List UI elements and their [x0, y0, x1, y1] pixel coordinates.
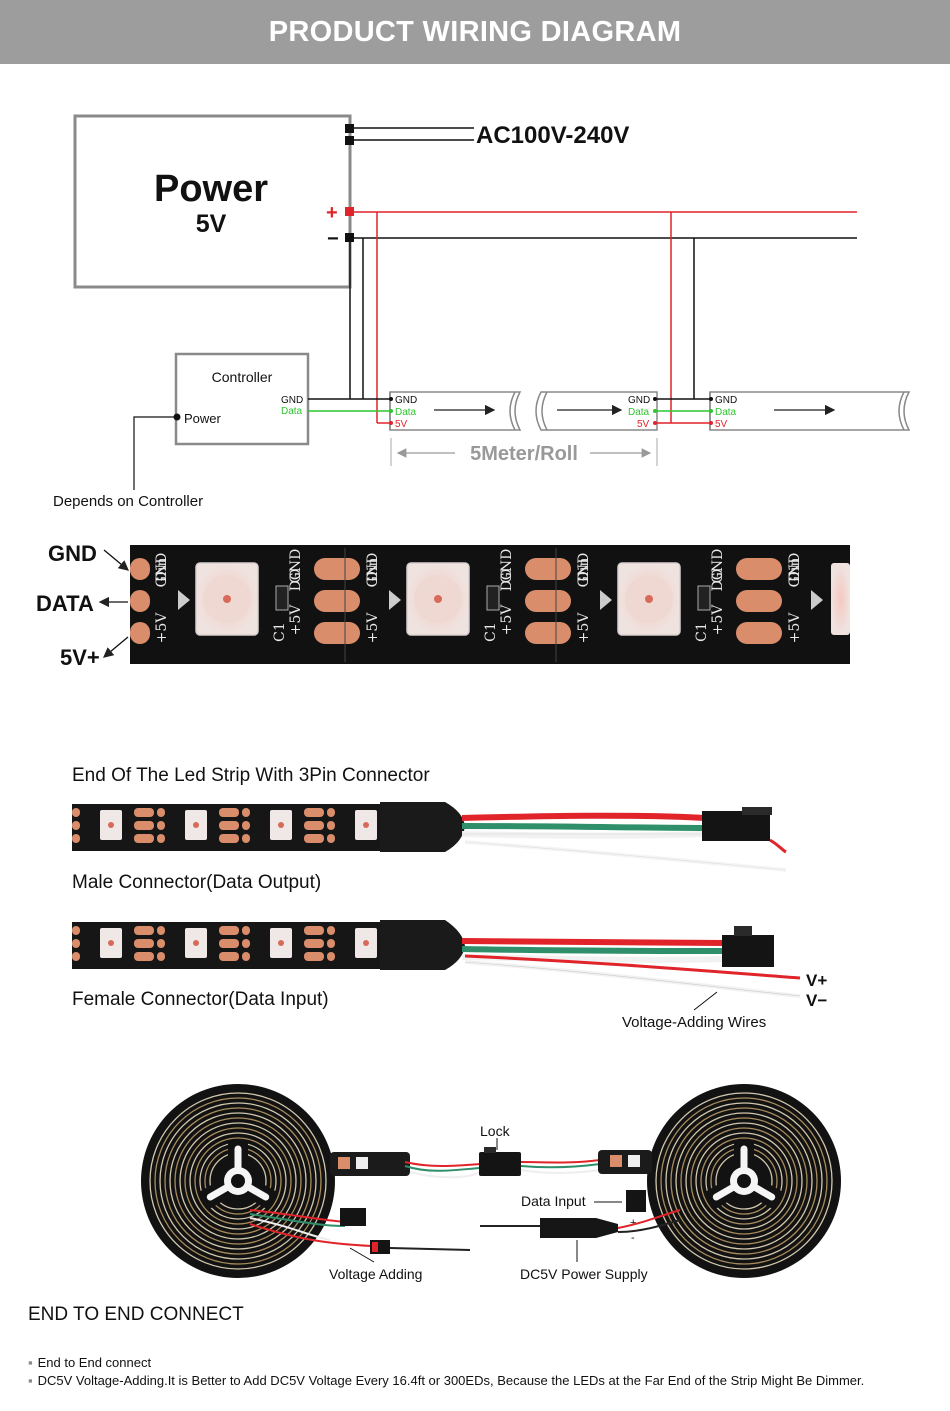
notes-list: ▪End to End connect ▪DC5V Voltage-Adding…	[28, 1354, 864, 1390]
note-item: ▪DC5V Voltage-Adding.It is Better to Add…	[28, 1373, 865, 1388]
voltage-wires-label: Voltage-Adding Wires	[622, 1014, 766, 1031]
lock-label: Lock	[480, 1123, 511, 1139]
plus-sign: +	[326, 202, 338, 224]
strip3-gnd-label: GND	[715, 395, 737, 406]
pad-silkscreen-label: GND	[787, 553, 803, 588]
vplus-label: V+	[806, 971, 827, 990]
pad-silkscreen-label: Din	[576, 558, 592, 583]
strip3-5v-label: 5V	[715, 419, 728, 430]
controller-data-label: Data	[281, 406, 303, 417]
end-to-end-title: END TO END CONNECT	[28, 1304, 244, 1325]
strip1-data-label: Data	[395, 407, 417, 418]
female-connector-strip	[72, 920, 801, 998]
pin-gnd-label: GND	[48, 541, 97, 566]
pad-silkscreen-label: GND	[154, 553, 170, 588]
pad-silkscreen-label: C1	[483, 622, 499, 642]
male-connector-strip	[72, 802, 787, 872]
strip-pin-labels: GND DATA 5V+	[36, 541, 129, 670]
controller-title: Controller	[212, 369, 273, 385]
pad-silkscreen-label: Din	[365, 558, 381, 583]
strip-segments: +5VDinGNDC1+5VDOGND+5VDinGNDC1+5VDOGND+5…	[154, 548, 850, 662]
pin-5v-label: 5V+	[60, 645, 100, 670]
pad-silkscreen-label: C1	[694, 622, 710, 642]
reel-left	[141, 1084, 335, 1278]
pad-silkscreen-label: GND	[710, 549, 726, 584]
pad-silkscreen-label: DO	[499, 569, 515, 592]
header-banner: PRODUCT WIRING DIAGRAM	[0, 0, 950, 64]
strip1-gnd-label: GND	[395, 395, 417, 406]
vminus-label: V−	[806, 991, 827, 1010]
pad-silkscreen-label: GND	[288, 549, 304, 584]
pad-silkscreen-label: +5V	[710, 604, 726, 636]
connectors-heading: End Of The Led Strip With 3Pin Connector	[72, 765, 430, 786]
dc5v-supply-label: DC5V Power Supply	[520, 1266, 648, 1282]
pad-silkscreen-label: DO	[288, 569, 304, 592]
female-connector-label: Female Connector(Data Input)	[72, 989, 329, 1010]
strip-tube-3	[709, 391, 911, 431]
controller-power-label: Power	[184, 411, 222, 426]
pad-silkscreen-label: +5V	[365, 612, 381, 644]
pad-silkscreen-label: +5V	[576, 612, 592, 644]
note-text: DC5V Voltage-Adding.It is Better to Add …	[37, 1373, 865, 1388]
note-item: ▪End to End connect	[28, 1355, 152, 1370]
controller: Controller GND Data Power	[173, 352, 310, 446]
strip2-gnd-label: GND	[628, 395, 650, 406]
pad-silkscreen-label: Din	[787, 558, 803, 583]
power-title: Power	[154, 168, 268, 210]
pin-data-label: DATA	[36, 591, 94, 616]
roll-length-label: 5Meter/Roll	[470, 443, 578, 465]
dc-plus-label: +	[630, 1217, 636, 1229]
pad-silkscreen-label: +5V	[787, 612, 803, 644]
reel-right	[647, 1084, 841, 1278]
strip2-data-label: Data	[628, 407, 650, 418]
minus-sign: −	[327, 228, 339, 250]
pad-silkscreen-label: +5V	[288, 604, 304, 636]
male-connector-label: Male Connector(Data Output)	[72, 872, 321, 893]
pad-silkscreen-label: GND	[365, 553, 381, 588]
power-voltage: 5V	[196, 210, 227, 238]
strip3-data-label: Data	[715, 407, 737, 418]
pad-silkscreen-label: DO	[710, 569, 726, 592]
pad-silkscreen-label: C1	[272, 622, 288, 642]
strip-tube-1	[389, 391, 522, 431]
strip1-5v-label: 5V	[395, 419, 408, 430]
pad-silkscreen-label: GND	[576, 553, 592, 588]
pad-silkscreen-label: Din	[154, 558, 170, 583]
strip-tube-2	[535, 391, 658, 431]
depends-on-controller-label: Depends on Controller	[53, 493, 203, 510]
pad-silkscreen-label: GND	[499, 549, 515, 584]
data-input-label: Data Input	[521, 1193, 586, 1209]
ac-input-label: AC100V-240V	[476, 122, 629, 149]
strip2-5v-label: 5V	[637, 419, 650, 430]
power-supply: Power 5V	[73, 114, 352, 289]
controller-gnd-label: GND	[281, 395, 303, 406]
pad-silkscreen-label: +5V	[154, 612, 170, 644]
page-title: PRODUCT WIRING DIAGRAM	[268, 15, 682, 48]
dc-minus-label: -	[631, 1232, 635, 1244]
pad-silkscreen-label: +5V	[499, 604, 515, 636]
voltage-adding-label: Voltage Adding	[329, 1266, 422, 1282]
note-text: End to End connect	[37, 1355, 152, 1370]
